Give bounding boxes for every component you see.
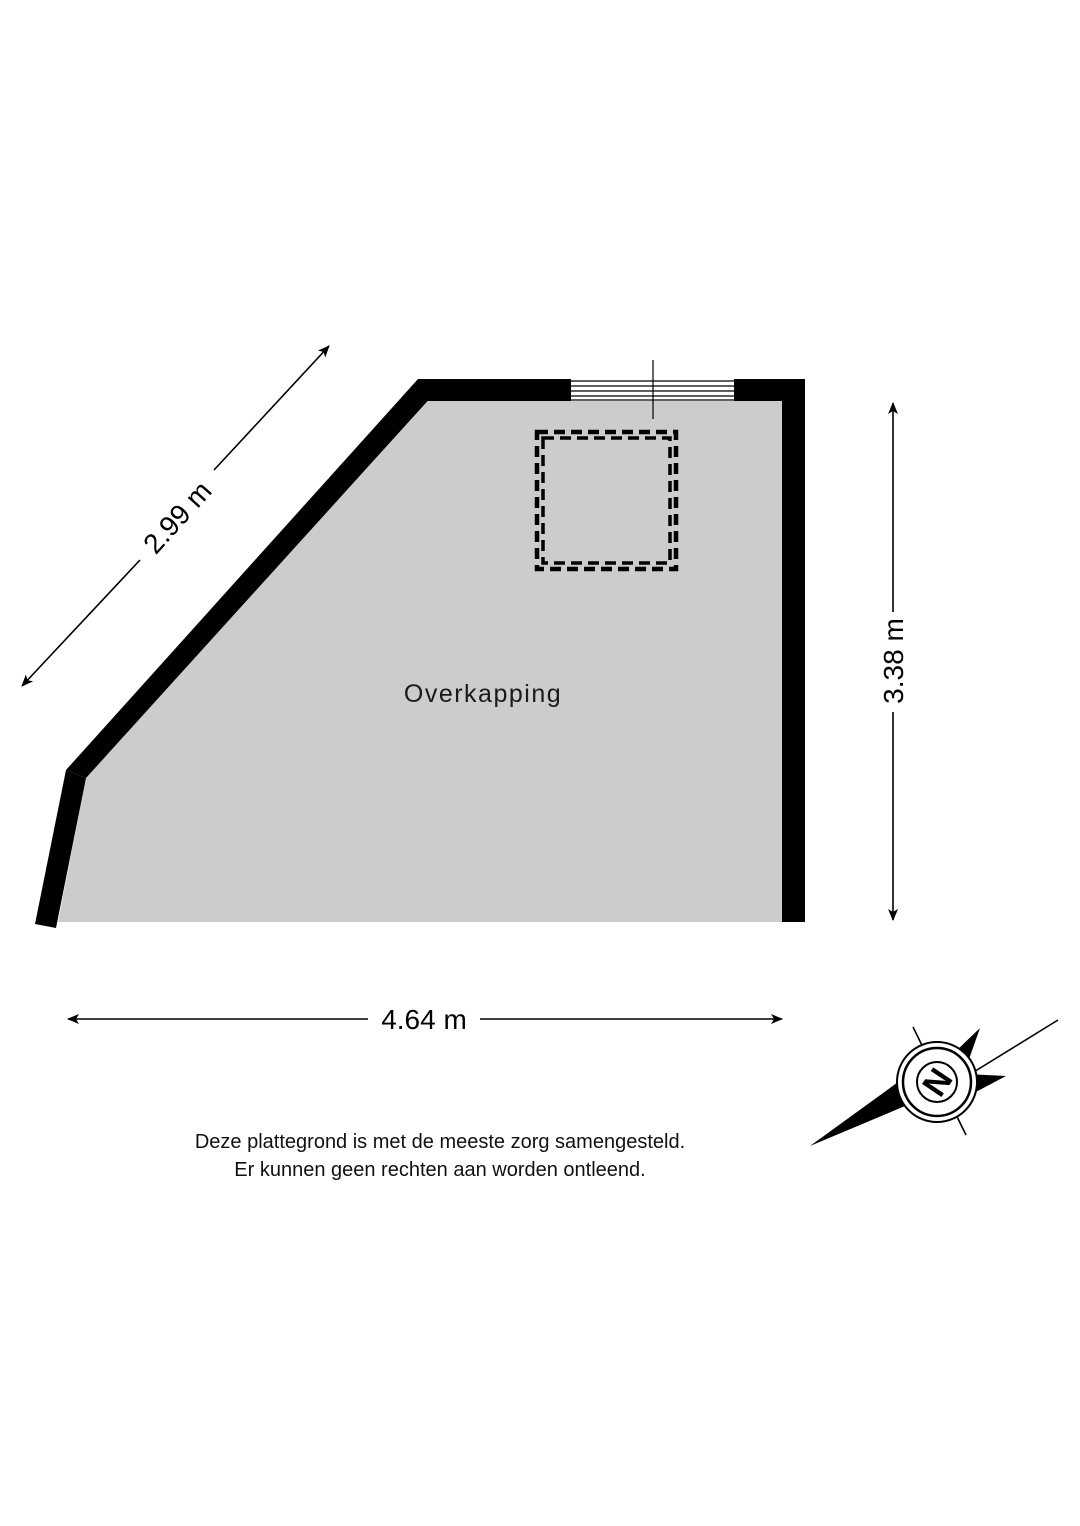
disclaimer-line-2: Er kunnen geen rechten aan worden ontlee… bbox=[234, 1159, 646, 1181]
disclaimer-line-1: Deze plattegrond is met de meeste zorg s… bbox=[194, 1131, 686, 1153]
walls bbox=[35, 379, 805, 928]
wall-right bbox=[782, 379, 805, 922]
room-label: Overkapping bbox=[404, 680, 562, 708]
dimension-height-label: 3.38 m bbox=[878, 618, 909, 704]
wall-diagonal bbox=[66, 379, 434, 778]
dimension-diagonal bbox=[21, 345, 330, 687]
disclaimer: Deze plattegrond is met de meeste zorg s… bbox=[0, 1128, 880, 1184]
room-floor bbox=[58, 401, 782, 922]
window bbox=[571, 360, 734, 419]
wall-top-left bbox=[418, 379, 571, 401]
wall-bottom-left bbox=[35, 770, 86, 928]
compass-icon: N bbox=[810, 1019, 1059, 1146]
dimension-diagonal-label: 2.99 m bbox=[137, 475, 217, 559]
skylight-outline bbox=[534, 429, 679, 572]
dimension-width-label: 4.64 m bbox=[381, 1004, 467, 1035]
